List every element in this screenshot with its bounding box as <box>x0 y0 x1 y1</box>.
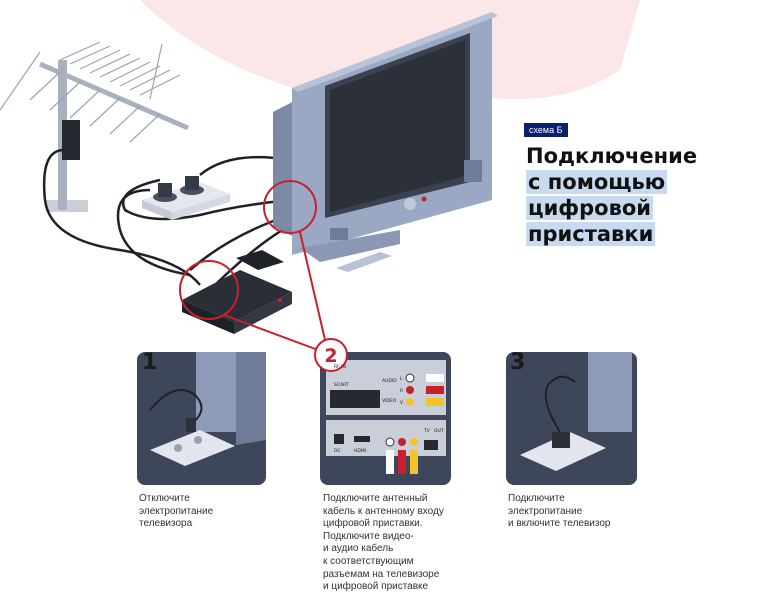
label-scart: SCART <box>334 382 349 388</box>
callout-circles <box>179 180 326 351</box>
title-line-3: цифровой <box>526 196 654 220</box>
step-1-number: 1 <box>142 350 158 375</box>
step-2-panel <box>320 352 451 485</box>
step-1-panel <box>137 352 266 485</box>
tv-illustration <box>273 12 498 272</box>
callout-badge-number: 2 <box>324 345 337 367</box>
label-audio: AUDIO <box>382 378 397 384</box>
label-v: V <box>400 400 404 406</box>
callout-badge-2: 2 <box>314 338 348 372</box>
step-3-number: 3 <box>510 350 526 375</box>
step-3-panel <box>506 352 637 485</box>
step-2-caption: Подключите антенный кабель к антенному в… <box>323 493 444 593</box>
step-3-caption: Подключите электропитание и включите тел… <box>508 493 611 530</box>
cables <box>42 148 301 291</box>
scheme-badge: схема Б <box>524 123 568 137</box>
step-1-caption: Отключите электропитание телевизора <box>139 493 214 530</box>
label-r: R <box>400 388 403 394</box>
label-l: L <box>400 376 403 382</box>
power-outlet <box>142 176 230 220</box>
antenna <box>0 41 189 212</box>
title-line-1: Подключение <box>526 144 698 168</box>
label-tv: TV <box>423 428 431 434</box>
background-shape <box>140 0 640 100</box>
title-line-2: с помощью <box>526 170 668 194</box>
label-video: VIDEO <box>382 398 397 404</box>
label-out: OUT <box>434 428 444 434</box>
page-title: Подключение с помощью цифровой приставки <box>526 143 756 247</box>
step-2-port-labels: RF IN SCART AUDIO VIDEO L R V DC HDMI TV… <box>334 364 444 454</box>
title-line-4: приставки <box>526 222 656 246</box>
label-dc: DC <box>334 448 341 454</box>
label-rf-in: RF IN <box>334 364 346 370</box>
label-hdmi: HDMI <box>354 448 366 454</box>
